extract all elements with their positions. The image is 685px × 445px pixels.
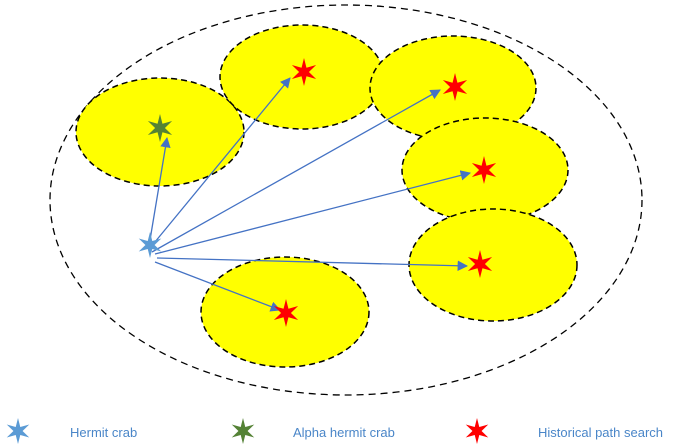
legend-label-hermit-crab: Hermit crab xyxy=(70,425,138,440)
legend-hermit-crab-icon xyxy=(6,418,30,444)
search-space-boundary xyxy=(49,4,643,396)
historical-path-right-icon xyxy=(471,156,497,184)
historical-path-bottom-right-icon xyxy=(467,250,493,278)
legend-label-alpha-hermit-crab: Alpha hermit crab xyxy=(293,425,395,440)
neighborhood-regions xyxy=(75,24,578,368)
arrow-to-bottom xyxy=(154,261,281,312)
arrow-to-top-right xyxy=(151,89,441,253)
agents xyxy=(138,58,497,327)
historical-path-bottom-icon xyxy=(273,299,299,327)
alpha-hermit-crab-icon xyxy=(147,114,173,142)
legend-label-historical-path-search: Historical path search xyxy=(538,425,663,440)
arrow-to-bottom-right xyxy=(156,257,469,271)
historical-path-top-icon xyxy=(291,58,317,86)
hermit-crab-icon xyxy=(138,232,162,258)
arrow-to-top xyxy=(149,77,291,249)
legend xyxy=(6,418,489,444)
arrow-to-right xyxy=(154,170,472,255)
legend-historical-path-icon xyxy=(465,418,489,444)
historical-path-top-right-icon xyxy=(442,73,468,101)
search-arrows xyxy=(149,77,472,312)
arrow-to-alpha xyxy=(149,136,171,241)
legend-alpha-hermit-crab-icon xyxy=(231,418,255,444)
